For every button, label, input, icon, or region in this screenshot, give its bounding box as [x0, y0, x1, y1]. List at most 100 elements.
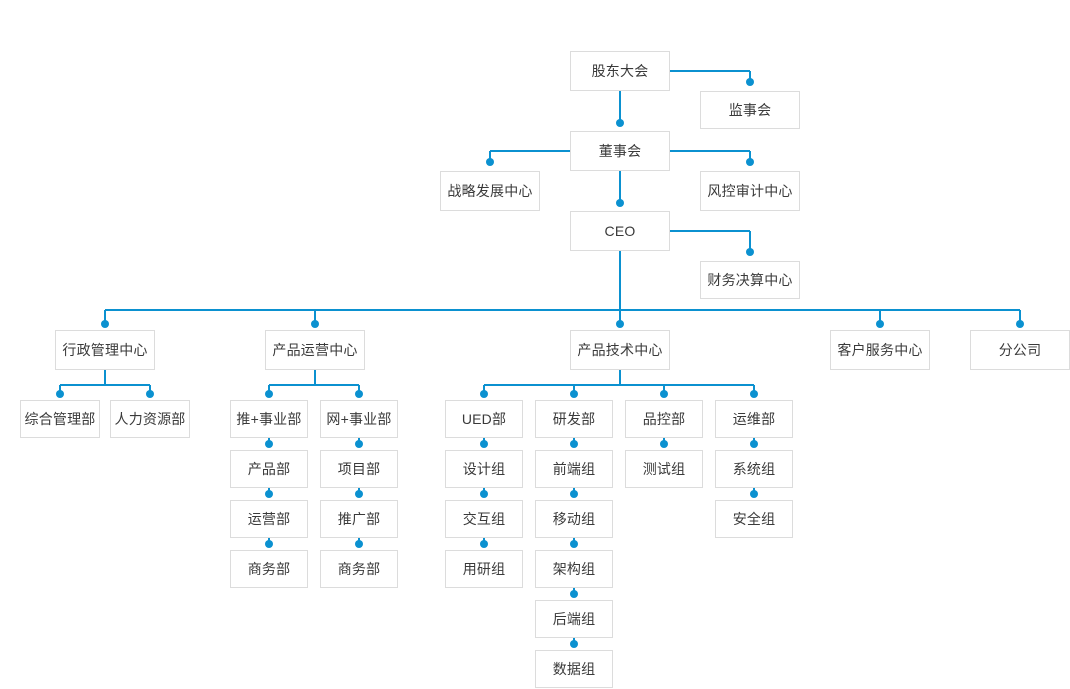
connector-dot-branch: [1016, 320, 1024, 328]
connector-dot-ceo: [616, 199, 624, 207]
org-node-shareholders[interactable]: 股东大会: [570, 51, 670, 91]
connector-dot-supervisors: [746, 78, 754, 86]
connector-dot-rd-frontend: [570, 440, 578, 448]
org-node-label: 商务部: [247, 561, 291, 577]
connector-dot-ops-wang-business: [355, 540, 363, 548]
org-node-tech-ued[interactable]: UED部: [445, 400, 523, 438]
org-node-label: 分公司: [998, 342, 1042, 358]
org-node-tech-ops[interactable]: 运维部: [715, 400, 793, 438]
org-node-prodtech[interactable]: 产品技术中心: [570, 330, 670, 370]
org-node-label: 战略发展中心: [447, 183, 533, 199]
connector-dot-ued-interaction: [480, 490, 488, 498]
org-node-ops-system[interactable]: 系统组: [715, 450, 793, 488]
org-node-label: 前端组: [552, 461, 596, 477]
org-node-label: 行政管理中心: [62, 342, 148, 358]
connector-dot-rd-backend: [570, 590, 578, 598]
org-node-label: 商务部: [337, 561, 381, 577]
org-node-label: 后端组: [552, 611, 596, 627]
org-node-label: 数据组: [552, 661, 596, 677]
org-node-branch[interactable]: 分公司: [970, 330, 1070, 370]
org-node-label: 推广部: [337, 511, 381, 527]
org-node-label: 人力资源部: [114, 411, 186, 427]
connector-dot-tech-ops: [750, 390, 758, 398]
org-node-ops-wang-promote[interactable]: 推广部: [320, 500, 398, 538]
org-node-admin-hr[interactable]: 人力资源部: [110, 400, 190, 438]
org-node-label: 项目部: [337, 461, 381, 477]
org-node-rd-mobile[interactable]: 移动组: [535, 500, 613, 538]
org-node-label: 品控部: [642, 411, 686, 427]
connector-dot-ops-system: [750, 440, 758, 448]
connector-dot-ops-tui-product: [265, 440, 273, 448]
connector-dot-rd-architecture: [570, 540, 578, 548]
org-node-label: 财务决算中心: [707, 272, 793, 288]
org-node-rd-architecture[interactable]: 架构组: [535, 550, 613, 588]
connector-dot-ops-tui-business: [265, 540, 273, 548]
org-node-label: 监事会: [728, 102, 772, 118]
org-node-ops-wang-business[interactable]: 商务部: [320, 550, 398, 588]
org-node-label: 董事会: [598, 143, 642, 159]
org-node-ops-tui-product[interactable]: 产品部: [230, 450, 308, 488]
org-node-ops-tui-operate[interactable]: 运营部: [230, 500, 308, 538]
connector-dot-admin-general: [56, 390, 64, 398]
connector-dot-finance: [746, 248, 754, 256]
org-node-ued-interaction[interactable]: 交互组: [445, 500, 523, 538]
connector-dot-ops-tui-operate: [265, 490, 273, 498]
connector-dot-board: [616, 119, 624, 127]
org-node-board[interactable]: 董事会: [570, 131, 670, 171]
org-node-label: 运维部: [732, 411, 776, 427]
org-node-ops-tui-business[interactable]: 商务部: [230, 550, 308, 588]
org-node-supervisors[interactable]: 监事会: [700, 91, 800, 129]
org-node-prodops[interactable]: 产品运营中心: [265, 330, 365, 370]
org-node-qc-test[interactable]: 测试组: [625, 450, 703, 488]
connector-dot-tech-ued: [480, 390, 488, 398]
connector-dot-tech-qc: [660, 390, 668, 398]
org-node-strategy[interactable]: 战略发展中心: [440, 171, 540, 211]
connector-dot-ued-design: [480, 440, 488, 448]
org-node-label: 系统组: [732, 461, 776, 477]
org-node-ops-security[interactable]: 安全组: [715, 500, 793, 538]
org-node-label: 产品运营中心: [272, 342, 358, 358]
org-node-label: 交互组: [462, 511, 506, 527]
org-node-ued-design[interactable]: 设计组: [445, 450, 523, 488]
connector-dot-riskaudit: [746, 158, 754, 166]
connector-dot-tech-rd: [570, 390, 578, 398]
org-node-label: 研发部: [552, 411, 596, 427]
org-node-label: 安全组: [732, 511, 776, 527]
org-node-ued-research[interactable]: 用研组: [445, 550, 523, 588]
org-node-label: 风控审计中心: [707, 183, 793, 199]
connector-dot-rd-data: [570, 640, 578, 648]
org-node-label: 测试组: [642, 461, 686, 477]
org-node-tech-rd[interactable]: 研发部: [535, 400, 613, 438]
connector-dot-ops-wang-project: [355, 440, 363, 448]
connector-dot-ops-security: [750, 490, 758, 498]
org-node-finance[interactable]: 财务决算中心: [700, 261, 800, 299]
org-node-label: 设计组: [462, 461, 506, 477]
connector-dot-service: [876, 320, 884, 328]
org-node-admin[interactable]: 行政管理中心: [55, 330, 155, 370]
org-node-ops-wang-project[interactable]: 项目部: [320, 450, 398, 488]
org-node-label: 运营部: [247, 511, 291, 527]
org-node-ceo[interactable]: CEO: [570, 211, 670, 251]
org-node-label: 架构组: [552, 561, 596, 577]
connector-dot-ops-wang-promote: [355, 490, 363, 498]
org-node-rd-data[interactable]: 数据组: [535, 650, 613, 688]
org-node-label: 客户服务中心: [837, 342, 923, 358]
org-node-label: 综合管理部: [24, 411, 96, 427]
org-node-label: 产品技术中心: [577, 342, 663, 358]
org-node-service[interactable]: 客户服务中心: [830, 330, 930, 370]
org-node-label: 移动组: [552, 511, 596, 527]
org-node-label: CEO: [604, 223, 636, 239]
connector-dot-ued-research: [480, 540, 488, 548]
org-node-label: 股东大会: [591, 63, 649, 79]
org-node-riskaudit[interactable]: 风控审计中心: [700, 171, 800, 211]
org-node-ops-wang[interactable]: 网+事业部: [320, 400, 398, 438]
org-node-rd-backend[interactable]: 后端组: [535, 600, 613, 638]
org-node-admin-general[interactable]: 综合管理部: [20, 400, 100, 438]
org-node-ops-tui[interactable]: 推+事业部: [230, 400, 308, 438]
connector-dot-prodops: [311, 320, 319, 328]
connector-dot-qc-test: [660, 440, 668, 448]
org-node-rd-frontend[interactable]: 前端组: [535, 450, 613, 488]
connector-dot-strategy: [486, 158, 494, 166]
org-node-tech-qc[interactable]: 品控部: [625, 400, 703, 438]
